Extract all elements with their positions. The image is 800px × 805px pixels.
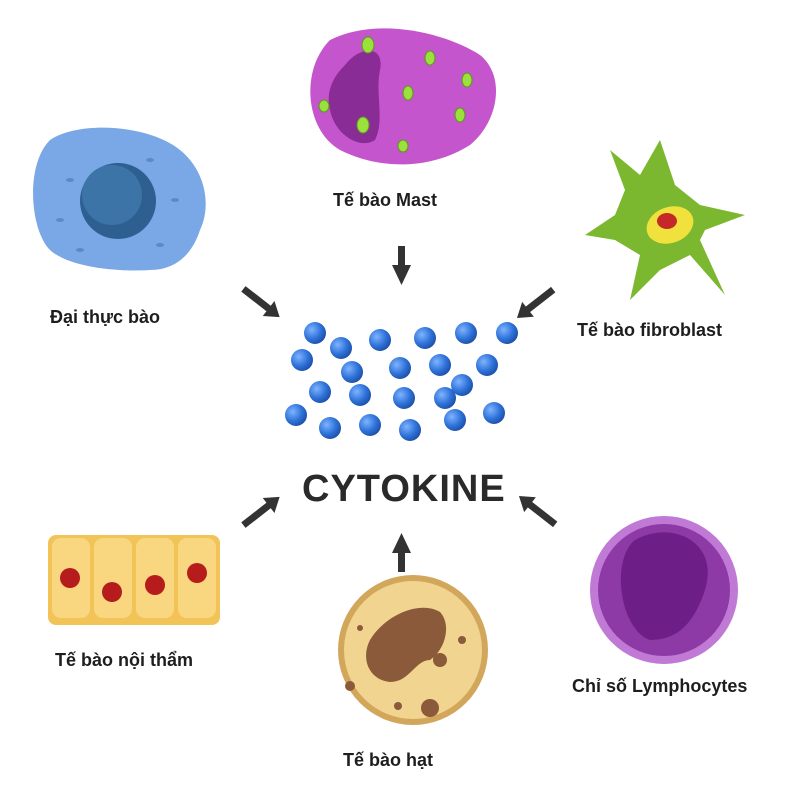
mast-cell-label: Tế bào Mast xyxy=(333,190,438,210)
arrow-down-icon xyxy=(392,246,411,285)
fibroblast-cell-icon xyxy=(585,140,745,300)
macrophage-label: Đại thực bào xyxy=(50,307,161,327)
endothelial-cell-icon xyxy=(48,535,220,625)
mast-cell-icon xyxy=(310,28,497,165)
granulocyte-label: Tế bào hạt xyxy=(343,750,434,770)
lymphocyte-cell-icon xyxy=(590,516,738,664)
arrow-up-icon xyxy=(392,533,411,572)
granulocyte-cell-icon xyxy=(338,575,488,725)
arrow-diagonal-icon xyxy=(241,286,280,318)
endothelial-label: Tế bào nội thẩm xyxy=(55,650,194,670)
fibroblast-label: Tế bào fibroblast xyxy=(577,320,723,340)
lymphocytes-label: Chỉ số Lymphocytes xyxy=(572,676,748,696)
cytokine-title: CYTOKINE xyxy=(302,468,506,510)
macrophage-cell-icon xyxy=(33,127,206,271)
cytokine-molecules xyxy=(285,322,518,441)
arrow-diagonal-icon xyxy=(518,496,558,528)
arrow-diagonal-icon xyxy=(241,496,280,528)
arrow-diagonal-icon xyxy=(516,286,556,318)
